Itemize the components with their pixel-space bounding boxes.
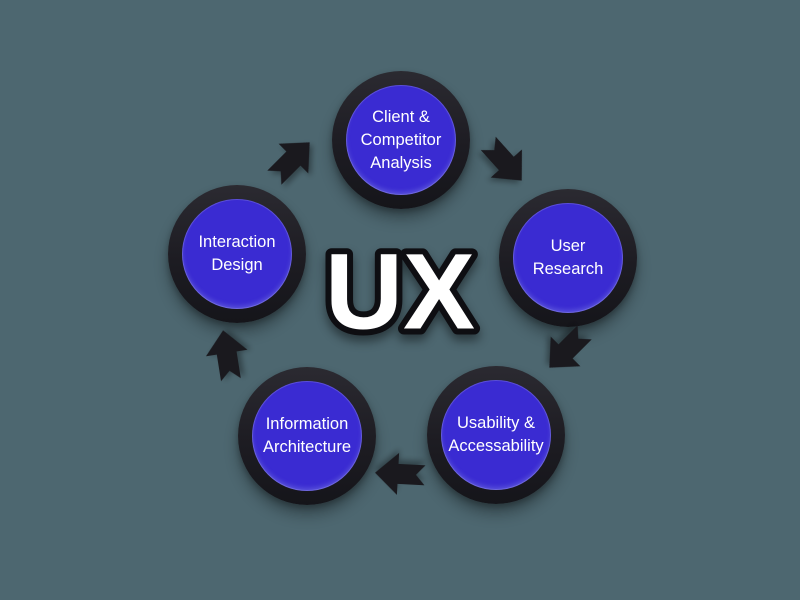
node-label-line: Design	[211, 256, 263, 274]
node-circle: Information Architecture	[252, 381, 362, 491]
node-label-line: Accessability	[448, 437, 544, 455]
arrow-right-to-bottom-right-icon	[549, 325, 592, 368]
node-label-line: Usability &	[457, 414, 535, 432]
node-information-architecture: Information Architecture	[238, 367, 376, 505]
node-label-line: Architecture	[262, 438, 352, 456]
node-label-line: Information	[265, 415, 349, 433]
node-circle: Client & Competitor Analysis	[346, 85, 456, 195]
arrow-top-to-right-icon	[480, 136, 522, 181]
node-label-line: Analysis	[370, 153, 432, 172]
node-label-line: Research	[532, 260, 604, 278]
node-label-line: User	[550, 237, 586, 255]
node-circle: User Research	[513, 203, 623, 313]
arrow-bottom-right-to-bottom-left-icon	[375, 452, 426, 495]
node-circle: Usability & Accessability	[441, 380, 551, 490]
node-usability-accessability: Usability & Accessability	[427, 366, 565, 504]
center-title-graphic: UX	[319, 225, 481, 358]
node-label-line: Competitor	[360, 130, 442, 149]
center-title: UX	[325, 231, 475, 352]
node-label-line: Client &	[372, 107, 430, 126]
node-user-research: User Research	[499, 189, 637, 327]
arrow-bottom-left-to-left-icon	[205, 330, 248, 382]
node-interaction-design: Interaction Design	[168, 185, 306, 323]
node-client-competitor-analysis: Client & Competitor Analysis	[332, 71, 470, 209]
node-circle: Interaction Design	[182, 199, 292, 309]
arrow-left-to-top-icon	[267, 142, 310, 185]
node-label-line: Interaction	[198, 233, 276, 251]
